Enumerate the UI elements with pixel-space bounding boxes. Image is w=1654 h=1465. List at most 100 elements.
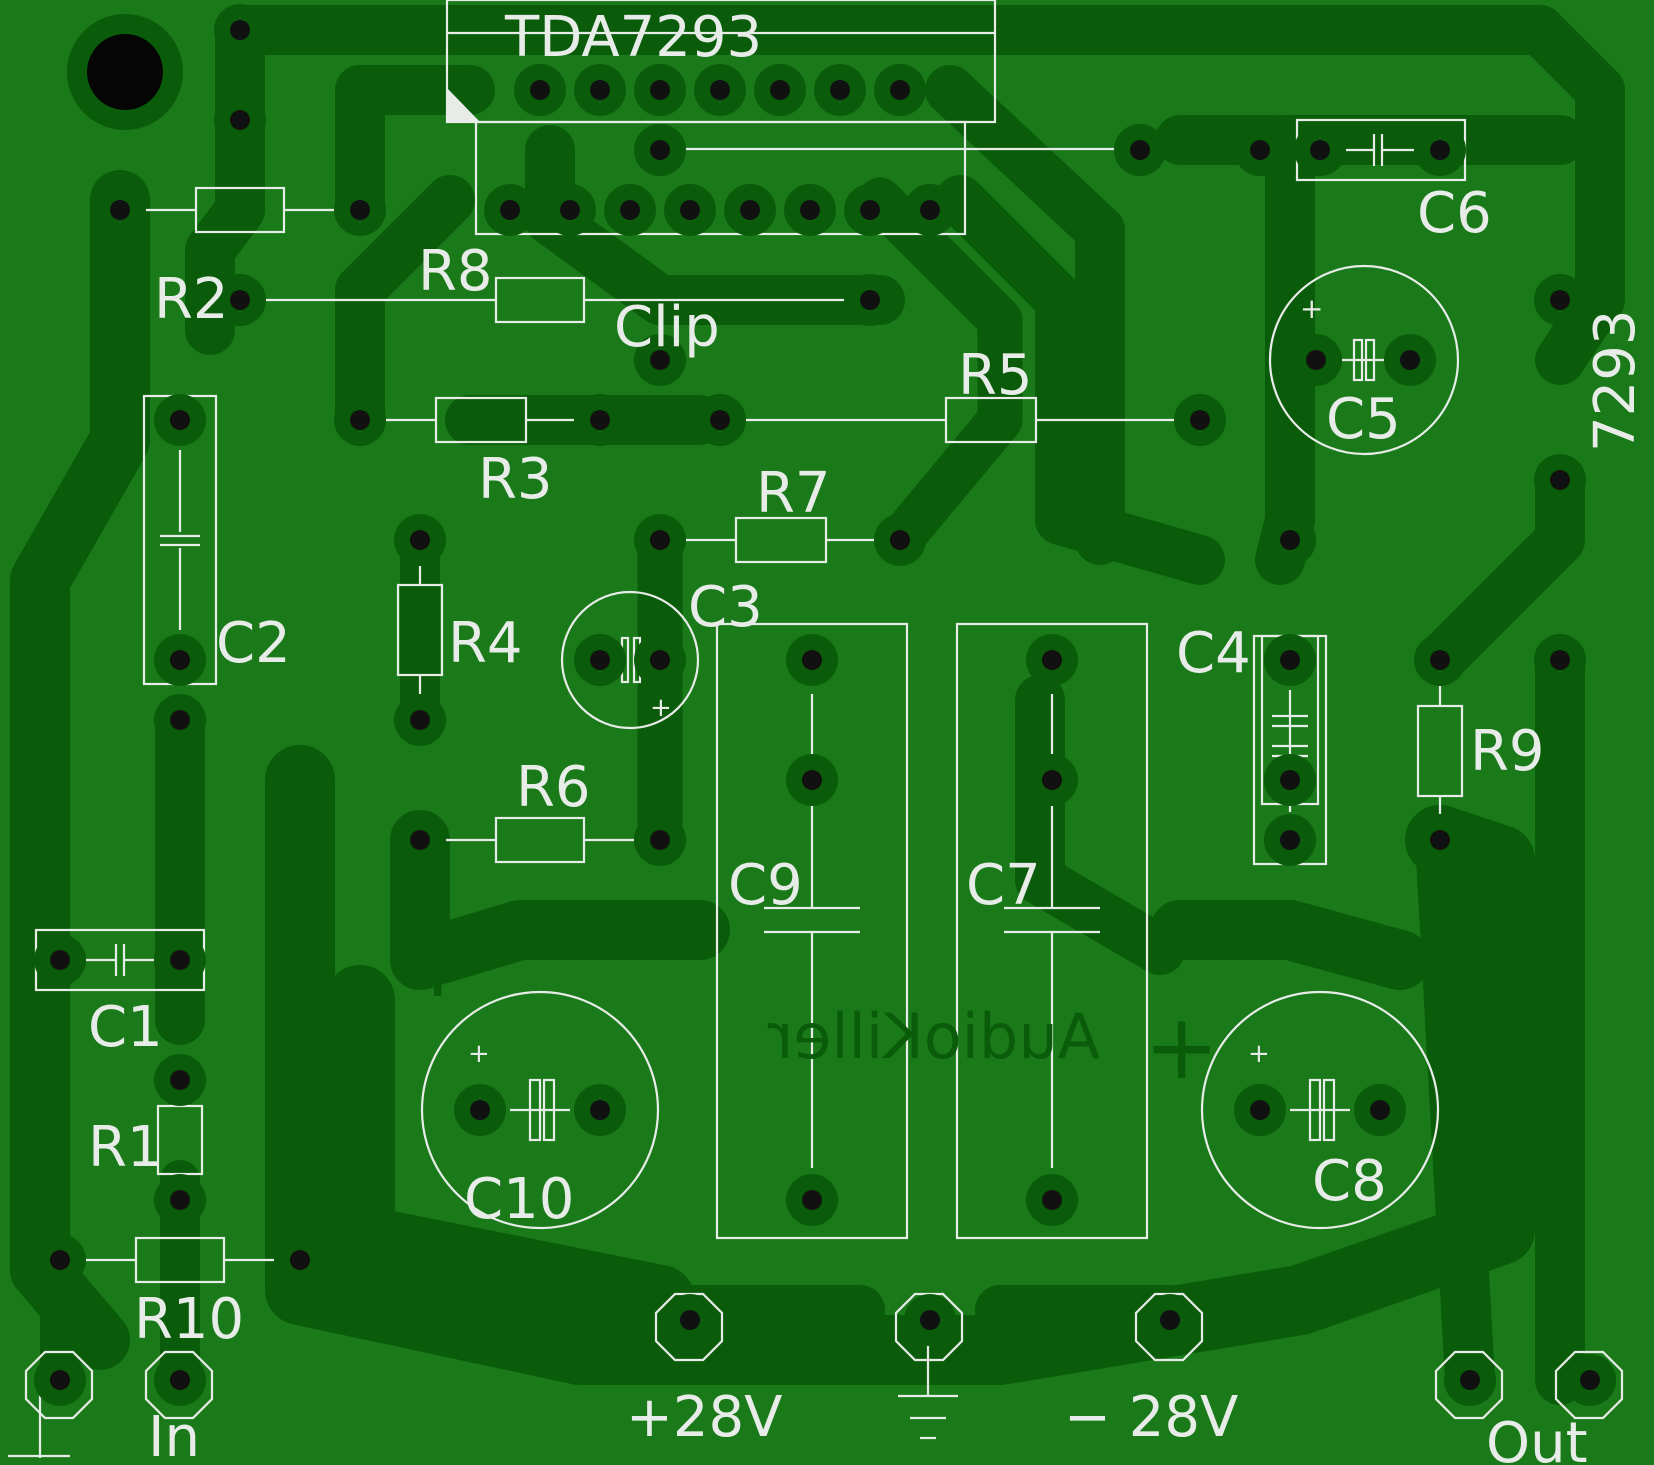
pad-drill xyxy=(290,1250,310,1270)
mirrored-brand-text: AudioKiller xyxy=(767,1000,1100,1073)
pad-drill xyxy=(1190,410,1210,430)
c8-outline xyxy=(1200,990,1440,1230)
pad-drill xyxy=(110,200,130,220)
pad-drill xyxy=(800,200,820,220)
pad-drill xyxy=(650,830,670,850)
c8-plus-mark: + xyxy=(1248,1039,1270,1069)
pad-drill xyxy=(590,80,610,100)
vminus-label: − 28V xyxy=(1064,1385,1238,1450)
pads xyxy=(34,4,1616,1406)
c3-label: C3 xyxy=(688,575,763,640)
r2-label: R2 xyxy=(154,267,229,332)
c1-label: C1 xyxy=(88,995,163,1060)
pad-drill xyxy=(680,200,700,220)
pad-drill xyxy=(410,710,430,730)
out1-connector-outline xyxy=(1434,1350,1504,1420)
pad-drill xyxy=(620,200,640,220)
pad-drill xyxy=(230,290,250,310)
pad-drill xyxy=(590,1100,610,1120)
pad-drill xyxy=(470,1100,490,1120)
pad-drill xyxy=(590,650,610,670)
pad-drill xyxy=(650,650,670,670)
pad-drill xyxy=(170,1370,190,1390)
pad-drill xyxy=(1042,650,1062,670)
pad-drill xyxy=(1160,1310,1180,1330)
pad-drill xyxy=(170,650,190,670)
pad-drill xyxy=(1306,350,1326,370)
c10-label: C10 xyxy=(464,1167,574,1232)
pad-drill xyxy=(230,20,250,40)
labels: TDA7293 C6 R2 R8 Clip C5 7293 R5 R3 R7 C… xyxy=(88,5,1648,1465)
pad-drill xyxy=(1280,770,1300,790)
pad-drill xyxy=(802,1190,822,1210)
copper-minus-mark-supply: − xyxy=(1060,1273,1135,1378)
c10-plus-mark: + xyxy=(468,1039,490,1069)
output-label: Out xyxy=(1486,1411,1588,1465)
pad-drill xyxy=(1430,140,1450,160)
c3-plus-mark: + xyxy=(650,693,672,723)
pad-drill xyxy=(860,290,880,310)
pad-drill xyxy=(1280,650,1300,670)
pad-drill xyxy=(50,950,70,970)
pad-drill xyxy=(740,200,760,220)
silkscreen xyxy=(8,0,1624,1458)
c7-outline xyxy=(955,622,1149,1240)
pad-drill xyxy=(890,80,910,100)
r1-label: R1 xyxy=(88,1115,163,1180)
pad-drill xyxy=(230,110,250,130)
r10-label: R10 xyxy=(134,1287,244,1352)
pad-drill xyxy=(680,1310,700,1330)
clip-label: Clip xyxy=(614,295,720,360)
pad-drill xyxy=(650,140,670,160)
pad-drill xyxy=(350,410,370,430)
pad-drill xyxy=(560,200,580,220)
pad-drill xyxy=(770,80,790,100)
c2-label: C2 xyxy=(216,611,291,676)
pad-drill xyxy=(1280,530,1300,550)
pad-drill xyxy=(650,80,670,100)
r9-label: R9 xyxy=(1470,719,1545,784)
ic-heatsink-outline xyxy=(474,120,967,236)
pad-drill xyxy=(500,200,520,220)
r4-label: R4 xyxy=(448,611,523,676)
pad-drill xyxy=(590,410,610,430)
pad-drill xyxy=(1460,1370,1480,1390)
pad-drill xyxy=(170,410,190,430)
pad-drill xyxy=(50,1250,70,1270)
r5-label: R5 xyxy=(958,343,1033,408)
pad-drill xyxy=(170,1190,190,1210)
mounting-hole xyxy=(87,34,163,110)
pad-drill xyxy=(830,80,850,100)
c3-outline xyxy=(560,590,700,730)
pad-drill xyxy=(802,770,822,790)
side-label: 7293 xyxy=(1583,309,1648,452)
pad-drill xyxy=(410,830,430,850)
pad-drill xyxy=(1250,1100,1270,1120)
r7-label: R7 xyxy=(756,461,831,526)
pad-drill xyxy=(710,410,730,430)
pad-drill xyxy=(1042,1190,1062,1210)
pad-drill xyxy=(170,710,190,730)
pad-drill xyxy=(1042,770,1062,790)
input-label: In xyxy=(148,1405,200,1465)
ic-label: TDA7293 xyxy=(504,5,762,70)
pad-drill xyxy=(1430,650,1450,670)
pad-drill xyxy=(350,200,370,220)
pad-drill xyxy=(1550,290,1570,310)
pad-drill xyxy=(50,1370,70,1390)
pad-drill xyxy=(1310,140,1330,160)
in-gnd-connector-outline xyxy=(24,1350,94,1420)
in-connector-outline xyxy=(144,1350,214,1420)
copper-plus-mark-left: + xyxy=(400,913,475,1018)
ic-pin1-marker xyxy=(447,88,480,122)
pad-drill xyxy=(170,950,190,970)
c4-label: C4 xyxy=(1176,621,1251,686)
c5-label: C5 xyxy=(1326,387,1401,452)
c8-label: C8 xyxy=(1312,1149,1387,1214)
pad-drill xyxy=(1580,1370,1600,1390)
pad-drill xyxy=(1400,350,1420,370)
pad-drill xyxy=(170,1070,190,1090)
gnd-connector-outline xyxy=(894,1292,964,1362)
out2-connector-outline xyxy=(1554,1350,1624,1420)
